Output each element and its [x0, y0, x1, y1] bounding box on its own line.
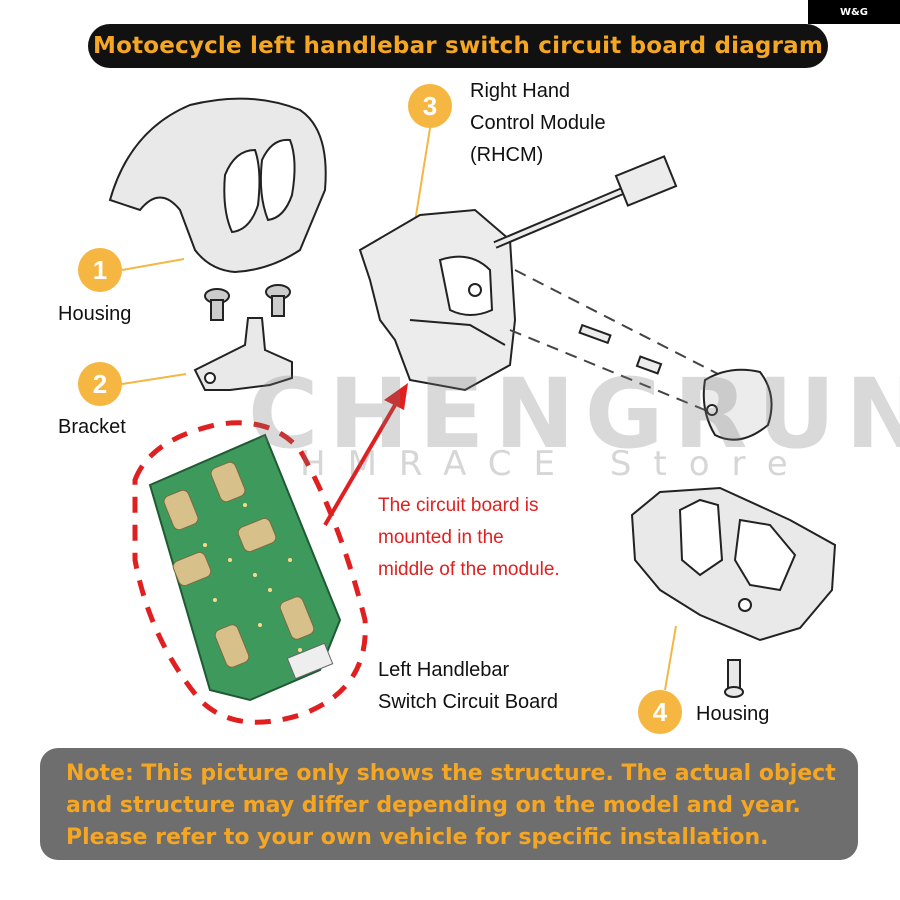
mount-arrow-line	[323, 398, 400, 527]
circuit-board-label-line-1: Left Handlebar	[378, 659, 510, 681]
mount-note: The circuit board is mounted in the midd…	[378, 490, 638, 586]
upper-housing-drawing	[108, 97, 327, 274]
mount-note-line-3: middle of the module.	[378, 559, 560, 580]
leader-line-4	[664, 625, 677, 691]
leader-line-1	[121, 258, 185, 271]
rhcm-module-drawing	[358, 155, 773, 441]
part-label-3-line-1: Right Hand	[470, 80, 571, 102]
circuit-board-drawing	[148, 433, 342, 702]
part-badge-2: 2	[78, 362, 122, 406]
mount-note-line-2: mounted in the	[378, 527, 504, 548]
leader-line-2	[121, 373, 187, 385]
part-label-3: Right Hand Control Module (RHCM)	[470, 75, 606, 171]
part-badge-1: 1	[78, 248, 122, 292]
screws-drawing	[204, 284, 291, 321]
disclaimer-note-box: Note: This picture only shows the struct…	[40, 748, 858, 860]
lower-housing-drawing	[630, 486, 837, 698]
diagram-title: Motoecycle left handlebar switch circuit…	[92, 33, 824, 59]
brand-logo: W&G	[808, 0, 900, 24]
part-label-3-line-3: (RHCM)	[470, 144, 544, 166]
watermark-brand: CHENGRUN	[248, 358, 900, 470]
part-badge-3: 3	[408, 84, 452, 128]
watermark-store: HMRACE Store	[300, 444, 810, 484]
circuit-board-label-line-2: Switch Circuit Board	[378, 691, 559, 713]
mount-arrow-head	[384, 383, 408, 410]
disclaimer-line-2: and structure may differ depending on th…	[66, 793, 801, 818]
circuit-board-highlight	[132, 420, 368, 725]
part-label-2: Bracket	[58, 416, 126, 438]
part-badge-4: 4	[638, 690, 682, 734]
title-bar: Motoecycle left handlebar switch circuit…	[88, 24, 828, 68]
part-label-1: Housing	[58, 303, 132, 325]
circuit-board-label: Left Handlebar Switch Circuit Board	[378, 654, 558, 718]
part-label-4: Housing	[696, 703, 770, 725]
mount-note-line-1: The circuit board is	[378, 495, 539, 516]
bracket-drawing	[193, 317, 293, 391]
disclaimer-line-1: Note: This picture only shows the struct…	[66, 761, 836, 786]
part-label-3-line-2: Control Module	[470, 112, 606, 134]
disclaimer-line-3: Please refer to your own vehicle for spe…	[66, 825, 769, 850]
leader-line-3	[414, 127, 431, 223]
